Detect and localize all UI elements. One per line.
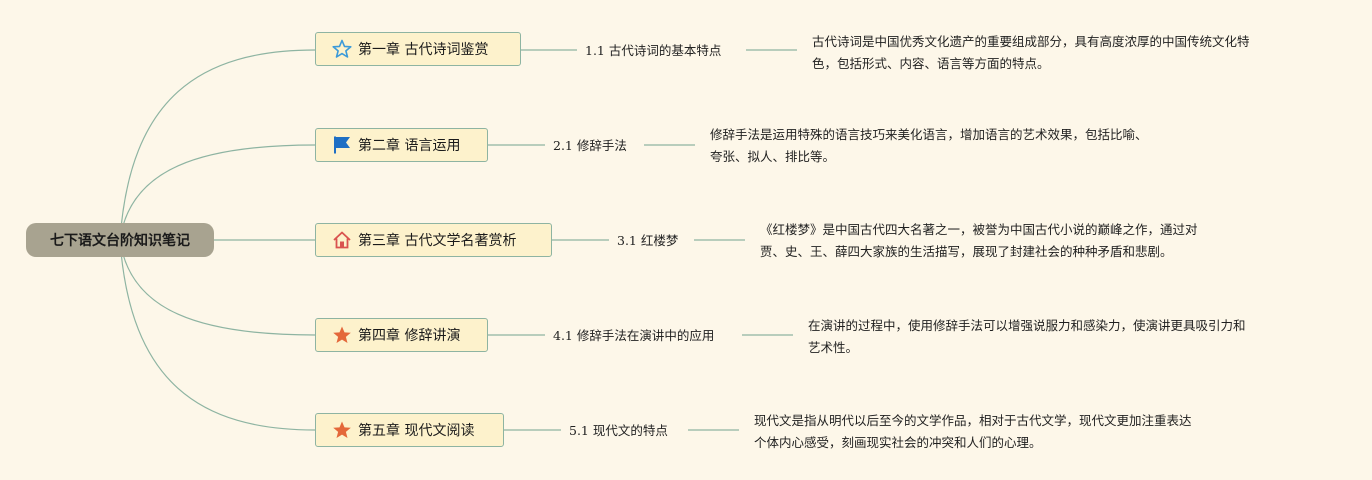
description-line: 《红楼梦》是中国古代四大名著之一，被誉为中国古代小说的巅峰之作，通过对 <box>760 222 1198 237</box>
description-line: 在演讲的过程中，使用修辞手法可以增强说服力和感染力，使演讲更具吸引力和 <box>808 318 1246 333</box>
description-line: 修辞手法是运用特殊的语言技巧来美化语言，增加语言的艺术效果，包括比喻、 <box>710 127 1148 142</box>
section-topic-4-1[interactable]: 4.1 修辞手法在演讲中的应用 <box>553 328 715 343</box>
description-4-1[interactable]: 在演讲的过程中，使用修辞手法可以增强说服力和感染力，使演讲更具吸引力和 艺术性。 <box>808 315 1246 359</box>
section-topic-2-1[interactable]: 2.1 修辞手法 <box>553 138 627 153</box>
description-line: 现代文是指从明代以后至今的文学作品，相对于古代文学，现代文更加注重表达 <box>754 413 1192 428</box>
description-line: 个体内心感受，刻画现实社会的冲突和人们的心理。 <box>754 435 1042 450</box>
star-outline-icon <box>332 39 352 58</box>
chapter-label: 第四章 修辞讲演 <box>358 328 461 344</box>
description-5-1[interactable]: 现代文是指从明代以后至今的文学作品，相对于古代文学，现代文更加注重表达 个体内心… <box>754 410 1192 454</box>
section-topic-1-1[interactable]: 1.1 古代诗词的基本特点 <box>585 43 722 58</box>
chapter-label: 第二章 语言运用 <box>358 138 461 154</box>
root-to-chapter-connector <box>119 144 316 241</box>
chapter-label: 第一章 古代诗词鉴赏 <box>358 42 489 58</box>
description-2-1[interactable]: 修辞手法是运用特殊的语言技巧来美化语言，增加语言的艺术效果，包括比喻、 夸张、拟… <box>710 124 1148 168</box>
root-topic-label: 七下语文台阶知识笔记 <box>50 233 190 249</box>
description-3-1[interactable]: 《红楼梦》是中国古代四大名著之一，被誉为中国古代小说的巅峰之作，通过对 贾、史、… <box>760 219 1198 263</box>
chapter-topic-3[interactable]: 第三章 古代文学名著赏析 <box>315 223 552 257</box>
chapter-label: 第三章 古代文学名著赏析 <box>358 233 517 249</box>
description-line: 色，包括形式、内容、语言等方面的特点。 <box>812 56 1050 71</box>
root-to-chapter-connector <box>119 239 316 336</box>
chapter-label: 第五章 现代文阅读 <box>358 423 475 439</box>
flag-icon <box>334 136 350 154</box>
description-line: 贾、史、王、薛四大家族的生活描写，展现了封建社会的种种矛盾和悲剧。 <box>760 244 1173 259</box>
description-line: 古代诗词是中国优秀文化遗产的重要组成部分，具有高度浓厚的中国传统文化特 <box>812 34 1250 49</box>
description-line: 夸张、拟人、排比等。 <box>710 149 836 164</box>
chapter-topic-5[interactable]: 第五章 现代文阅读 <box>315 413 504 447</box>
description-line: 艺术性。 <box>808 340 859 355</box>
chapter-topic-1[interactable]: 第一章 古代诗词鉴赏 <box>315 32 521 66</box>
chapter-topic-4[interactable]: 第四章 修辞讲演 <box>315 318 488 352</box>
description-1-1[interactable]: 古代诗词是中国优秀文化遗产的重要组成部分，具有高度浓厚的中国传统文化特 色，包括… <box>812 31 1250 75</box>
star-filled-icon <box>333 421 351 438</box>
home-icon <box>333 231 351 249</box>
section-topic-5-1[interactable]: 5.1 现代文的特点 <box>569 423 668 438</box>
root-to-chapter-connector <box>119 49 316 241</box>
section-topic-3-1[interactable]: 3.1 红楼梦 <box>617 233 679 248</box>
star-filled-icon <box>333 326 351 343</box>
chapter-topic-2[interactable]: 第二章 语言运用 <box>315 128 488 162</box>
root-topic[interactable]: 七下语文台阶知识笔记 <box>26 223 214 257</box>
root-to-chapter-connector <box>119 239 316 431</box>
